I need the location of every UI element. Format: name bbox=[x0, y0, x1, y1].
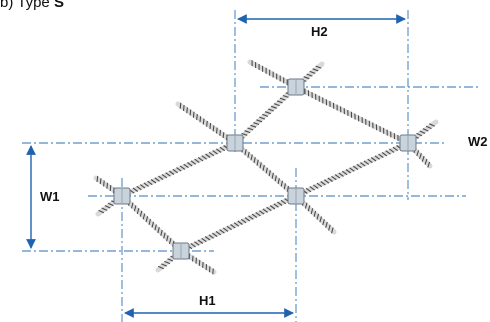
rope-segment bbox=[119, 193, 184, 254]
rope-segment bbox=[119, 140, 238, 199]
h1-label: H1 bbox=[199, 293, 216, 308]
rope-segment bbox=[293, 140, 411, 199]
rope-segment bbox=[178, 193, 299, 254]
rope-end bbox=[175, 101, 238, 146]
caption-prefix: b) Type bbox=[0, 0, 50, 11]
dimension-arrows bbox=[26, 14, 406, 318]
caption-type-letter: S bbox=[53, 0, 64, 11]
figure-caption: b) Type S bbox=[0, 0, 64, 11]
rope-clips bbox=[113, 78, 417, 260]
rope-strands bbox=[93, 59, 439, 275]
rope-segment bbox=[293, 84, 411, 146]
h2-label: H2 bbox=[311, 24, 328, 39]
w2-label: W2 bbox=[468, 134, 488, 149]
w1-label: W1 bbox=[40, 189, 60, 204]
guide-lines bbox=[22, 10, 480, 322]
rope-segment bbox=[232, 140, 299, 199]
rope-segment bbox=[232, 84, 299, 146]
